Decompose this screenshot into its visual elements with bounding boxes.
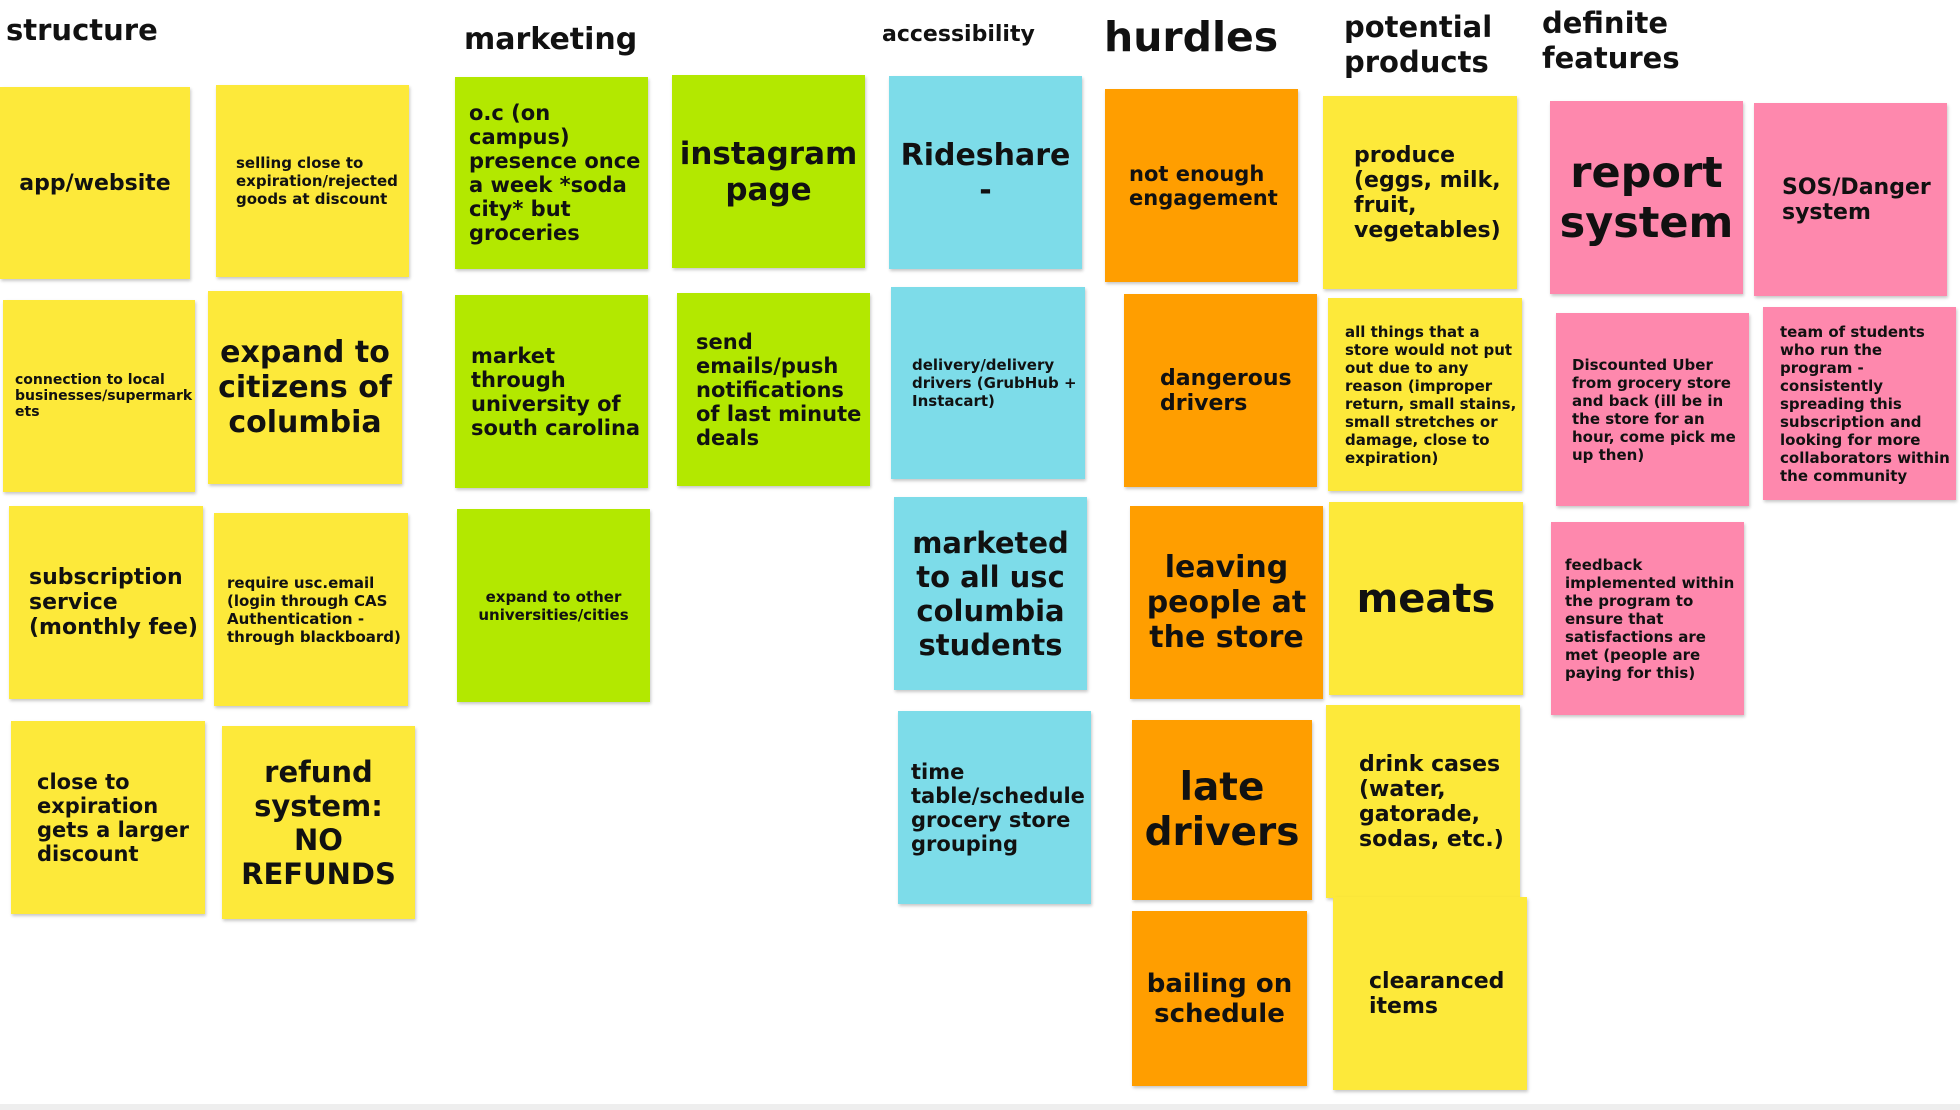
sticky-note[interactable]: bailing on schedule <box>1132 911 1307 1086</box>
sticky-note[interactable]: feedback implemented within the program … <box>1551 522 1744 715</box>
note-text: late drivers <box>1144 765 1300 855</box>
sticky-note[interactable]: dangerous drivers <box>1124 294 1317 487</box>
heading-marketing: marketing <box>464 22 638 57</box>
sticky-note[interactable]: team of students who run the program - c… <box>1763 307 1956 500</box>
note-text: meats <box>1356 575 1496 622</box>
sticky-note[interactable]: late drivers <box>1132 720 1312 900</box>
sticky-note[interactable]: report system <box>1550 101 1743 294</box>
note-text: time table/schedule grocery store groupi… <box>911 759 1085 856</box>
note-text: clearanced items <box>1369 968 1505 1019</box>
note-text: expand to other universities/cities <box>478 587 629 624</box>
heading-structure: structure <box>6 13 158 47</box>
note-text: bailing on schedule <box>1146 968 1293 1029</box>
bottom-edge-bar <box>0 1104 1960 1110</box>
sticky-note[interactable]: subscription service (monthly fee) <box>9 506 203 699</box>
note-text: all things that a store would not put ou… <box>1345 322 1517 467</box>
sticky-note[interactable]: meats <box>1329 502 1523 695</box>
sticky-note[interactable]: delivery/delivery drivers (GrubHub + Ins… <box>891 287 1085 479</box>
note-text: close to expiration gets a larger discou… <box>37 769 189 866</box>
sticky-note[interactable]: not enough engagement <box>1105 89 1298 282</box>
sticky-note[interactable]: time table/schedule grocery store groupi… <box>898 711 1091 904</box>
sticky-note[interactable]: require usc.email (login through CAS Aut… <box>214 513 408 706</box>
note-text: require usc.email (login through CAS Aut… <box>227 573 401 646</box>
sticky-note[interactable]: Discounted Uber from grocery store and b… <box>1556 313 1749 506</box>
sticky-note[interactable]: clearanced items <box>1333 897 1527 1090</box>
sticky-note[interactable]: expand to other universities/cities <box>457 509 650 702</box>
sticky-note[interactable]: connection to local businesses/supermark… <box>3 300 195 492</box>
sticky-note[interactable]: instagram page <box>672 75 865 268</box>
note-text: connection to local businesses/supermark… <box>15 372 193 420</box>
note-text: dangerous drivers <box>1160 365 1292 416</box>
note-text: Discounted Uber from grocery store and b… <box>1572 355 1736 464</box>
note-text: feedback implemented within the program … <box>1565 555 1735 682</box>
heading-definite-features: definite features <box>1542 6 1680 75</box>
note-text: SOS/Danger system <box>1782 174 1931 225</box>
sticky-note[interactable]: send emails/push notifications of last m… <box>677 293 870 486</box>
note-text: market through university of south carol… <box>471 343 641 440</box>
note-text: selling close to expiration/rejected goo… <box>236 154 398 208</box>
sticky-note[interactable]: drink cases (water, gatorade, sodas, etc… <box>1326 705 1520 898</box>
sticky-note[interactable]: selling close to expiration/rejected goo… <box>216 85 409 277</box>
note-text: subscription service (monthly fee) <box>29 565 198 640</box>
note-text: report system <box>1559 147 1734 248</box>
sticky-note[interactable]: o.c (on campus) presence once a week *so… <box>455 77 648 269</box>
sticky-note[interactable]: marketed to all usc columbia students <box>894 497 1087 690</box>
note-text: expand to citizens of columbia <box>218 335 392 440</box>
note-text: refund system: NO REFUNDS <box>241 754 396 891</box>
sticky-note[interactable]: market through university of south carol… <box>455 295 648 488</box>
note-text: leaving people at the store <box>1146 550 1307 655</box>
note-text: not enough engagement <box>1129 161 1278 210</box>
sticky-note[interactable]: all things that a store would not put ou… <box>1328 298 1522 491</box>
note-text: marketed to all usc columbia students <box>912 525 1069 662</box>
note-text: instagram page <box>679 135 858 208</box>
sticky-note[interactable]: expand to citizens of columbia <box>208 291 402 484</box>
note-text: o.c (on campus) presence once a week *so… <box>469 101 641 245</box>
note-text: drink cases (water, gatorade, sodas, etc… <box>1359 751 1504 852</box>
sticky-note[interactable]: leaving people at the store <box>1130 506 1323 699</box>
heading-hurdles: hurdles <box>1104 13 1279 61</box>
note-text: app/website <box>19 170 171 196</box>
note-text: Rideshare - <box>900 137 1071 208</box>
sticky-note[interactable]: Rideshare - <box>889 76 1082 269</box>
sticky-note[interactable]: close to expiration gets a larger discou… <box>11 721 205 914</box>
note-text: send emails/push notifications of last m… <box>696 329 862 450</box>
heading-potential-products: potential products <box>1344 10 1493 79</box>
sticky-note[interactable]: SOS/Danger system <box>1754 103 1947 296</box>
note-text: delivery/delivery drivers (GrubHub + Ins… <box>912 356 1077 410</box>
sticky-note[interactable]: produce (eggs, milk, fruit, vegetables) <box>1323 96 1517 289</box>
sticky-note[interactable]: app/website <box>0 87 190 279</box>
note-text: produce (eggs, milk, fruit, vegetables) <box>1354 142 1501 243</box>
note-text: team of students who run the program - c… <box>1780 322 1950 485</box>
heading-accessibility: accessibility <box>882 22 1035 47</box>
sticky-note[interactable]: refund system: NO REFUNDS <box>222 726 415 919</box>
